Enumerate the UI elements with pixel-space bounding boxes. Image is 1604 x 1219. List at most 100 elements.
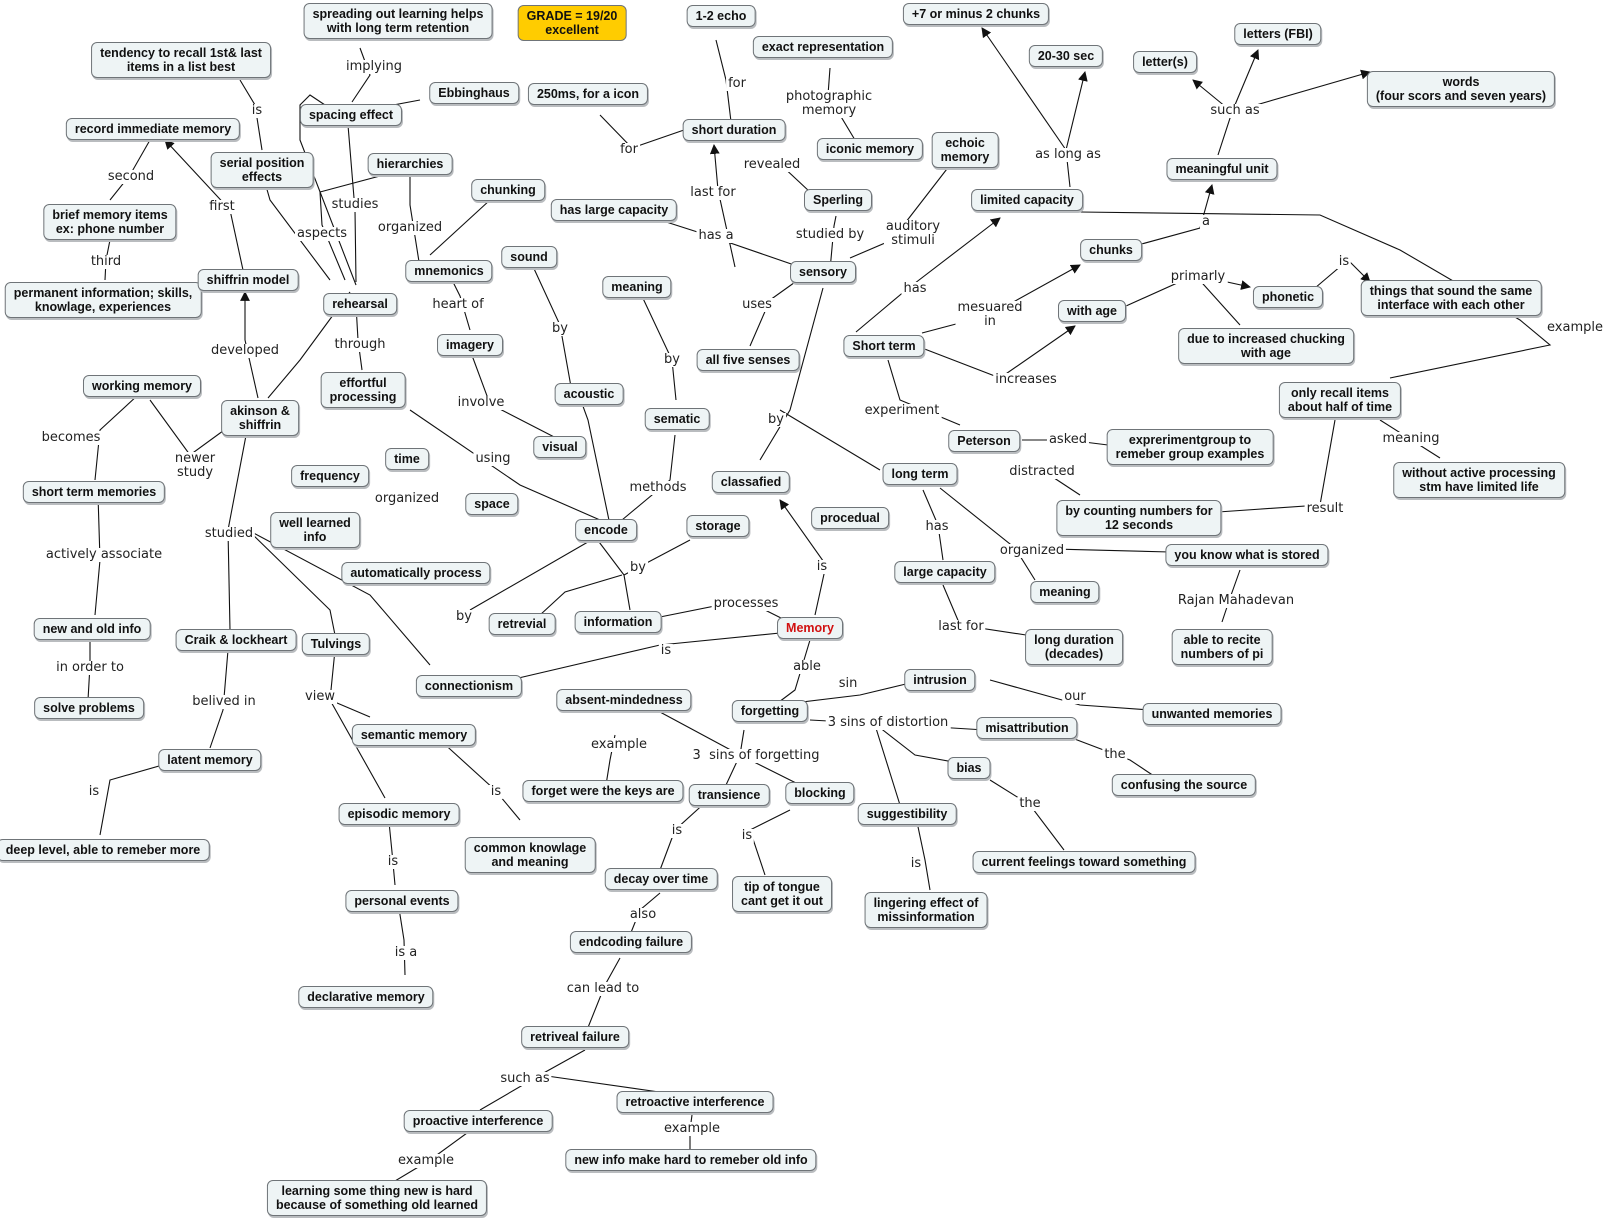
node-short-term[interactable]: Short term bbox=[843, 335, 925, 357]
node-echo[interactable]: 1-2 echo bbox=[686, 5, 756, 27]
node-increased-chunking[interactable]: due to increased chucking with age bbox=[1178, 328, 1354, 364]
node-hierarchies[interactable]: hierarchies bbox=[367, 153, 453, 175]
node-tulvings[interactable]: Tulvings bbox=[301, 633, 371, 655]
node-visual[interactable]: visual bbox=[533, 436, 587, 458]
node-record-immediate[interactable]: record immediate memory bbox=[65, 118, 241, 140]
node-bias[interactable]: bias bbox=[947, 757, 991, 779]
node-echoic-memory[interactable]: echoic memory bbox=[931, 132, 999, 168]
node-new-info-hard[interactable]: new info make hard to remeber old info bbox=[565, 1149, 817, 1171]
node-storage[interactable]: storage bbox=[686, 515, 750, 537]
node-forgetting[interactable]: forgetting bbox=[731, 700, 809, 722]
node-suggestibility[interactable]: suggestibility bbox=[857, 803, 957, 825]
node-memory[interactable]: Memory bbox=[777, 617, 843, 639]
node-shiffrin-model[interactable]: shiffrin model bbox=[197, 269, 299, 291]
node-meaning-lt[interactable]: meaning bbox=[1030, 581, 1100, 603]
node-retroactive[interactable]: retroactive interference bbox=[616, 1091, 774, 1113]
node-tendency-recall[interactable]: tendency to recall 1st& last items in a … bbox=[91, 42, 271, 78]
node-learning-new[interactable]: learning some thing new is hard because … bbox=[266, 1180, 488, 1216]
node-confusing-source[interactable]: confusing the source bbox=[1111, 774, 1257, 796]
node-experiment-group[interactable]: exprerimentgroup to remeber group exampl… bbox=[1106, 429, 1274, 465]
node-sensory[interactable]: sensory bbox=[790, 261, 856, 283]
node-proactive[interactable]: proactive interference bbox=[403, 1110, 553, 1132]
node-absent-mindedness[interactable]: absent-mindedness bbox=[556, 689, 692, 711]
node-phonetic[interactable]: phonetic bbox=[1252, 286, 1324, 308]
node-all-five-senses[interactable]: all five senses bbox=[696, 349, 800, 371]
node-sound-same[interactable]: things that sound the same interface wit… bbox=[1360, 280, 1542, 316]
node-information[interactable]: information bbox=[574, 611, 662, 633]
node-large-capacity-lt[interactable]: large capacity bbox=[894, 561, 996, 583]
node-blocking[interactable]: blocking bbox=[785, 782, 855, 804]
node-know-stored[interactable]: you know what is stored bbox=[1165, 544, 1329, 566]
node-spacing-effect[interactable]: spacing effect bbox=[299, 104, 403, 126]
node-auto-process[interactable]: automatically process bbox=[341, 562, 491, 584]
node-exact-representation[interactable]: exact representation bbox=[752, 36, 894, 58]
node-retrevial[interactable]: retrevial bbox=[488, 613, 556, 635]
node-common-knowlage[interactable]: common knowlage and meaning bbox=[464, 837, 596, 873]
node-encoding-failure[interactable]: endcoding failure bbox=[569, 931, 693, 953]
node-latent-memory[interactable]: latent memory bbox=[158, 749, 262, 771]
node-brief-memory[interactable]: brief memory items ex: phone number bbox=[43, 204, 177, 240]
node-ebbinghaus[interactable]: Ebbinghaus bbox=[429, 82, 519, 104]
node-episodic-memory[interactable]: episodic memory bbox=[338, 803, 460, 825]
node-letters-fbi[interactable]: letters (FBI) bbox=[1234, 23, 1322, 45]
node-meaningful-unit[interactable]: meaningful unit bbox=[1166, 158, 1278, 180]
node-iconic-memory[interactable]: iconic memory bbox=[816, 138, 924, 160]
node-counting-numbers[interactable]: by counting numbers for 12 seconds bbox=[1056, 500, 1222, 536]
node-imagery[interactable]: imagery bbox=[437, 334, 503, 356]
node-peterson[interactable]: Peterson bbox=[948, 430, 1020, 452]
node-solve-problems[interactable]: solve problems bbox=[34, 697, 144, 719]
node-personal-events[interactable]: personal events bbox=[345, 890, 459, 912]
node-20-30-sec[interactable]: 20-30 sec bbox=[1028, 45, 1104, 67]
node-unwanted[interactable]: unwanted memories bbox=[1142, 703, 1282, 725]
node-letters[interactable]: letter(s) bbox=[1133, 51, 1197, 73]
node-words[interactable]: words (four scors and seven years) bbox=[1366, 71, 1556, 107]
node-stm-memories[interactable]: short term memories bbox=[22, 481, 166, 503]
node-lingering[interactable]: lingering effect of missinformation bbox=[864, 892, 988, 928]
node-new-old-info[interactable]: new and old info bbox=[33, 618, 151, 640]
node-classafied[interactable]: classafied bbox=[711, 471, 791, 493]
node-procedual[interactable]: procedual bbox=[811, 507, 889, 529]
node-akinson[interactable]: akinson & shiffrin bbox=[221, 400, 299, 436]
node-deep-level[interactable]: deep level, able to remeber more bbox=[0, 839, 210, 861]
node-short-duration[interactable]: short duration bbox=[682, 119, 786, 141]
node-transience[interactable]: transience bbox=[688, 784, 770, 806]
node-sperling[interactable]: Sperling bbox=[803, 189, 873, 211]
node-mnemonics[interactable]: mnemonics bbox=[405, 260, 493, 282]
node-acoustic[interactable]: acoustic bbox=[554, 383, 624, 405]
node-only-recall[interactable]: only recall items about half of time bbox=[1278, 382, 1402, 418]
node-misattribution[interactable]: misattribution bbox=[976, 717, 1078, 739]
node-frequency[interactable]: frequency bbox=[291, 465, 369, 487]
node-sound[interactable]: sound bbox=[501, 246, 557, 268]
node-intrusion[interactable]: intrusion bbox=[904, 669, 976, 691]
node-long-duration[interactable]: long duration (decades) bbox=[1025, 629, 1123, 665]
node-seven-chunks[interactable]: +7 or minus 2 chunks bbox=[902, 3, 1050, 25]
node-time[interactable]: time bbox=[385, 448, 429, 470]
node-current-feelings[interactable]: current feelings toward something bbox=[972, 851, 1196, 873]
node-forget-keys[interactable]: forget were the keys are bbox=[522, 780, 684, 802]
node-craik[interactable]: Craik & lockheart bbox=[175, 629, 297, 651]
node-effortful[interactable]: effortful processing bbox=[320, 372, 406, 408]
node-tip-tongue[interactable]: tip of tongue cant get it out bbox=[732, 876, 832, 912]
node-working-memory[interactable]: working memory bbox=[82, 375, 202, 397]
node-semantic-memory[interactable]: semantic memory bbox=[351, 724, 477, 746]
node-recite-pi[interactable]: able to recite numbers of pi bbox=[1171, 629, 1273, 665]
node-space[interactable]: space bbox=[465, 493, 519, 515]
node-long-term[interactable]: long term bbox=[882, 463, 958, 485]
node-retrieval-failure[interactable]: retriveal failure bbox=[521, 1026, 629, 1048]
node-permanent-info[interactable]: permanent information; skills, knowlage,… bbox=[4, 282, 202, 318]
node-icon-250ms[interactable]: 250ms, for a icon bbox=[527, 83, 649, 105]
node-chunking[interactable]: chunking bbox=[471, 179, 545, 201]
node-encode[interactable]: encode bbox=[575, 519, 637, 541]
node-connectionism[interactable]: connectionism bbox=[415, 675, 523, 697]
node-has-large-capacity[interactable]: has large capacity bbox=[550, 199, 678, 221]
node-without-active[interactable]: without active processing stm have limit… bbox=[1393, 462, 1565, 498]
node-chunks[interactable]: chunks bbox=[1080, 239, 1142, 261]
node-well-learned[interactable]: well learned info bbox=[270, 512, 360, 548]
node-spreading-out[interactable]: spreading out learning helps with long t… bbox=[303, 3, 493, 39]
node-declarative-memory[interactable]: declarative memory bbox=[298, 986, 434, 1008]
node-serial-position[interactable]: serial position effects bbox=[210, 152, 314, 188]
node-decay[interactable]: decay over time bbox=[604, 868, 718, 890]
node-sematic[interactable]: sematic bbox=[644, 408, 710, 430]
node-with-age[interactable]: with age bbox=[1057, 300, 1127, 322]
node-limited-capacity[interactable]: limited capacity bbox=[971, 189, 1083, 211]
